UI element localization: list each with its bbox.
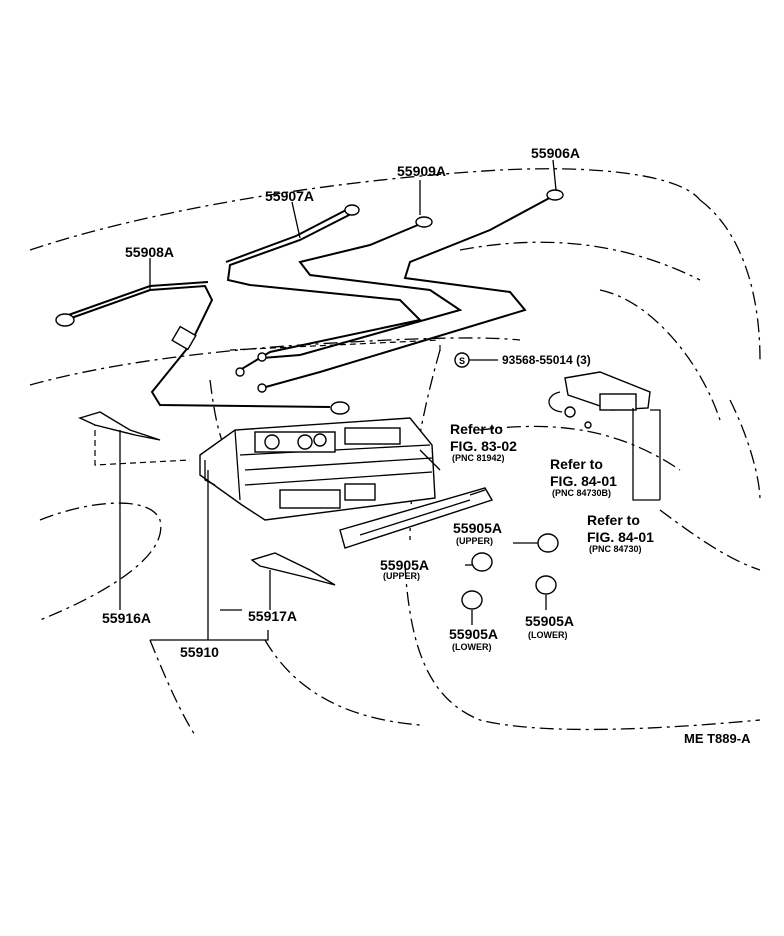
control-panel-plate (339, 487, 494, 549)
label-55905a-lower-2-sub: (LOWER) (528, 630, 568, 640)
label-55908a: 55908A (125, 244, 174, 260)
label-55905a-upper-1: 55905A (453, 520, 502, 536)
blower-switch-module (548, 371, 651, 429)
bracket-55917a (250, 552, 336, 586)
label-55905a-lower-1: 55905A (449, 626, 498, 642)
label-55909a: 55909A (397, 163, 446, 179)
label-55905a-upper-1-sub: (UPPER) (456, 536, 493, 546)
ref3-line2: FIG. 84-01 (587, 529, 654, 545)
label-55910: 55910 (180, 644, 219, 660)
ref3-line1: Refer to (587, 512, 640, 528)
ref2-sub: (PNC 84730B) (552, 488, 611, 498)
ref3-sub: (PNC 84730) (589, 544, 642, 554)
ref1-sub: (PNC 81942) (452, 453, 505, 463)
cable-55906a (257, 189, 564, 393)
label-55905a-lower-2: 55905A (525, 613, 574, 629)
label-55916a: 55916A (102, 610, 151, 626)
reference-labels: Refer to FIG. 83-02 (PNC 81942) Refer to… (450, 421, 654, 554)
bracket-55916a (78, 411, 161, 441)
diagram-code: ME T889-A (684, 731, 751, 746)
cable-55907a (225, 204, 423, 377)
part-labels: 55906A 55909A 55907A 55908A 93568-55014 … (102, 145, 591, 660)
screw-mark-label: S (459, 356, 465, 366)
leader-lines (119, 159, 661, 641)
label-55905a-lower-1-sub: (LOWER) (452, 642, 492, 652)
screw-mark: S (454, 352, 498, 368)
ref1-line2: FIG. 83-02 (450, 438, 517, 454)
label-93568: 93568-55014 (3) (502, 353, 591, 367)
label-55905a-upper-2: 55905A (380, 557, 429, 573)
cable-55908a (55, 281, 350, 415)
ref1-line1: Refer to (450, 421, 503, 437)
label-55907a: 55907A (265, 188, 314, 204)
ref2-line2: FIG. 84-01 (550, 473, 617, 489)
ref2-line1: Refer to (550, 456, 603, 472)
knob-group (461, 533, 559, 610)
label-55917a: 55917A (248, 608, 297, 624)
cable-55909a (257, 216, 463, 362)
label-55906a: 55906A (531, 145, 580, 161)
heater-control-unit (199, 417, 441, 521)
label-55905a-upper-2-sub: (UPPER) (383, 571, 420, 581)
